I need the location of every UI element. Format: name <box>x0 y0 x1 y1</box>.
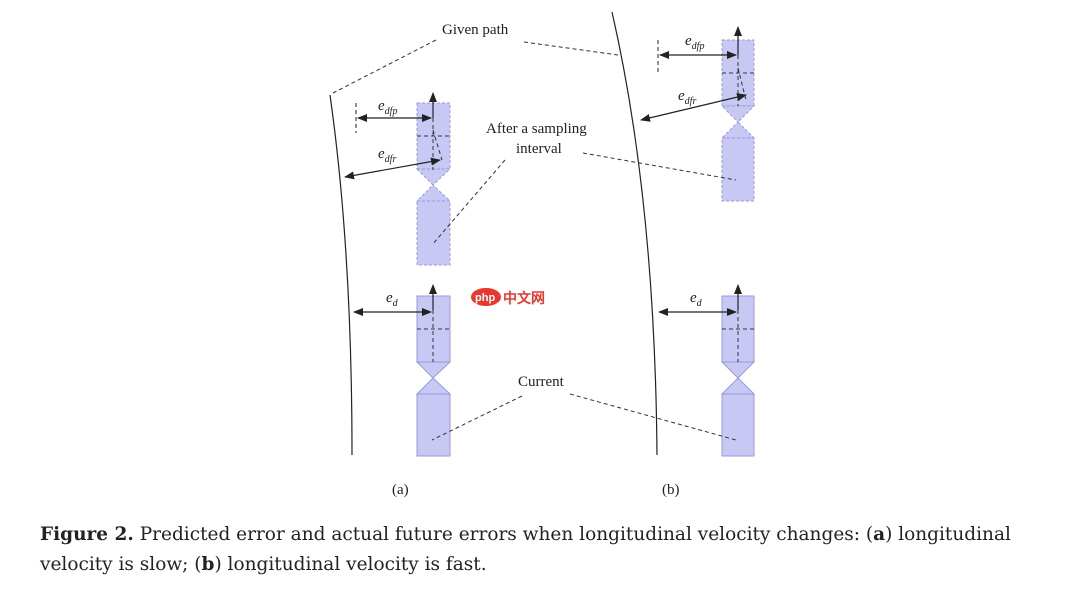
given-path-leader-b <box>523 41 619 56</box>
current-leader-a <box>431 395 523 441</box>
e-d-label-a: ed <box>386 290 399 309</box>
future-vehicle-b <box>720 26 756 202</box>
panel-label-b: (b) <box>662 482 680 498</box>
current-vehicle-a <box>415 284 452 457</box>
figure-label: Figure 2. <box>40 524 134 545</box>
current-label: Current <box>518 374 565 390</box>
e-dfr-arrow-a <box>344 157 441 180</box>
after-sampling-label-line2: interval <box>516 141 562 157</box>
e-dfr-arrow-b <box>640 93 747 122</box>
after-sampling-leader-b <box>582 152 737 181</box>
panel-a: edfp edfr ed (a) <box>329 92 452 498</box>
watermark-logo: php 中文网 <box>471 288 545 306</box>
figure-caption: Figure 2. Predicted error and actual fut… <box>40 524 1011 575</box>
given-path-b <box>611 11 658 456</box>
current-leader-b <box>569 393 737 441</box>
given-path-a <box>329 94 353 456</box>
given-path-leader-a <box>332 39 437 94</box>
e-dfp-label-b: edfp <box>685 33 704 52</box>
svg-text:中文网: 中文网 <box>503 290 545 306</box>
current-vehicle-b <box>720 284 756 457</box>
e-dfp-label-a: edfp <box>378 98 397 117</box>
figure-diagram: edfp edfr ed (a) <box>329 11 756 498</box>
svg-text:php: php <box>475 292 495 304</box>
e-d-label-b: ed <box>690 290 703 309</box>
given-path-label: Given path <box>442 22 509 38</box>
after-sampling-leader-a <box>431 159 506 246</box>
panel-label-a: (a) <box>392 482 409 498</box>
after-sampling-label-line1: After a sampling <box>486 121 587 137</box>
e-dfr-label-b: edfr <box>678 88 696 107</box>
e-dfr-label-a: edfr <box>378 146 396 165</box>
panel-b: edfp edfr ed (b) <box>611 11 756 498</box>
future-vehicle-a <box>415 92 452 266</box>
